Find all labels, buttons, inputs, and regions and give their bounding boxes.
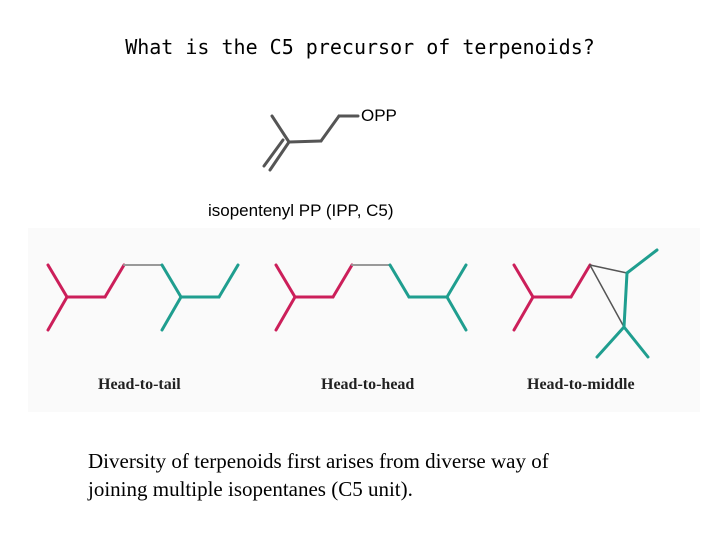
linkage-panel [28,228,700,412]
opp-group-label: OPP [361,106,397,125]
head-to-tail-unit-2 [160,263,240,332]
head-to-tail-diagram [46,263,240,332]
ipp-bond-c2-c3 [287,139,323,144]
head-to-middle-link-bonds [589,264,628,328]
head-to-head-unit-2 [388,263,468,332]
description-line-2: joining multiple isopentanes (C5 unit). [88,477,413,501]
head-to-middle-caption: Head-to-middle [527,376,635,393]
head-to-tail-caption: Head-to-tail [98,376,181,393]
ipp-double-bond-a [268,140,291,172]
head-to-head-unit-1 [274,263,354,332]
description-text: Diversity of terpenoids first arises fro… [88,447,648,503]
head-to-head-diagram [274,263,468,332]
slide-title: What is the C5 precursor of terpenoids? [125,35,595,59]
ipp-name-label: isopentenyl PP (IPP, C5) [208,201,394,220]
head-to-middle-unit-2 [595,248,659,359]
description-line-1: Diversity of terpenoids first arises fro… [88,449,549,473]
ipp-double-bond-b [262,138,285,168]
head-to-middle-diagram [512,248,659,359]
ipp-skeleton [262,114,360,172]
head-to-head-caption: Head-to-head [321,376,415,393]
head-to-middle-unit-1 [512,263,592,332]
ipp-bond-c3-c4 [319,114,341,143]
ipp-methyl-bond [270,114,291,144]
head-to-tail-unit-1 [46,263,126,332]
